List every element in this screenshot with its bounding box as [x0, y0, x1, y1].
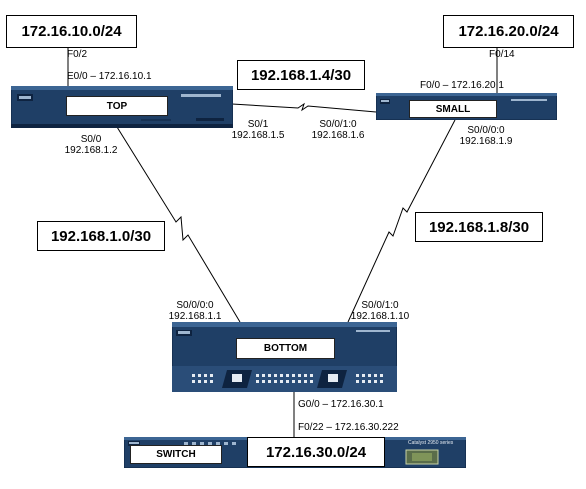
router-bottom-name: BOTTOM [263, 343, 308, 354]
label-small-s010-ip: 192.168.1.6 [311, 130, 365, 141]
network-label-lan-small: 172.16.20.0/24 [458, 23, 559, 40]
label-small-f0: F0/0 – 172.16.20.1 [420, 80, 504, 91]
network-box-wan-top-small: 192.168.1.4/30 [237, 60, 365, 90]
label-bottom-g00: G0/0 – 172.16.30.1 [298, 399, 384, 410]
network-box-lan-top: 172.16.10.0/24 [6, 15, 137, 48]
label-small-s010-name: S0/0/1:0 [319, 119, 357, 130]
label-top-s00-ip: 192.168.1.2 [64, 145, 118, 156]
label-top-s01: S0/1 192.168.1.5 [228, 119, 288, 141]
label-top-s00-name: S0/0 [80, 134, 102, 145]
link-small-bottom [347, 119, 456, 323]
network-label-wan-top-bottom: 192.168.1.0/30 [50, 227, 152, 245]
router-bottom-label: BOTTOM [236, 338, 335, 359]
router-top[interactable]: TOP [10, 85, 234, 129]
router-small-label: SMALL [409, 100, 497, 118]
label-top-s00: S0/0 192.168.1.2 [58, 134, 124, 156]
link-top-bottom [116, 126, 241, 323]
label-bottom-s010-name: S0/0/1:0 [361, 300, 399, 311]
network-box-lan-small: 172.16.20.0/24 [443, 15, 574, 48]
label-top-lan-switch-port: F0/2 [67, 49, 88, 60]
label-top-e0: E0/0 – 172.16.10.1 [67, 71, 152, 82]
switch-label: SWITCH [130, 445, 222, 464]
label-switch-f022: F0/22 – 172.16.30.222 [298, 422, 399, 433]
label-top-s01-ip: 192.168.1.5 [231, 130, 285, 141]
label-small-s000-ip: 192.168.1.9 [459, 136, 513, 147]
network-label-wan-small-bottom: 192.168.1.8/30 [428, 218, 530, 236]
label-bottom-s010-ip: 192.168.1.10 [350, 311, 410, 322]
network-label-wan-top-small: 192.168.1.4/30 [250, 66, 352, 84]
label-small-lan-switch-port: F0/14 [489, 49, 515, 60]
router-bottom[interactable]: BOTTOM [171, 321, 398, 393]
network-label-lan-switch: 172.16.30.0/24 [265, 443, 367, 461]
link-top-small [231, 102, 377, 113]
network-label-lan-top: 172.16.10.0/24 [21, 23, 122, 40]
label-small-s000-name: S0/0/0:0 [467, 125, 505, 136]
switch-name: SWITCH [156, 449, 196, 460]
network-box-wan-small-bottom: 192.168.1.8/30 [415, 212, 543, 242]
router-small-name: SMALL [435, 103, 471, 115]
router-top-label: TOP [66, 96, 168, 116]
router-small[interactable]: SMALL [375, 92, 558, 121]
network-box-lan-switch: 172.16.30.0/24 [247, 437, 385, 467]
label-bottom-s010: S0/0/1:0 192.168.1.10 [347, 300, 413, 322]
label-small-s010: S0/0/1:0 192.168.1.6 [306, 119, 370, 141]
router-bottom-chassis [171, 321, 398, 393]
switch-model: Catalyst 2950 series [408, 440, 454, 446]
router-top-name: TOP [106, 100, 128, 112]
network-box-wan-top-bottom: 192.168.1.0/30 [37, 221, 165, 251]
label-bottom-s000-name: S0/0/0:0 [176, 300, 214, 311]
label-small-s000: S0/0/0:0 192.168.1.9 [453, 125, 519, 147]
label-bottom-s000: S0/0/0:0 192.168.1.1 [162, 300, 228, 322]
label-bottom-s000-ip: 192.168.1.1 [168, 311, 222, 322]
label-top-s01-name: S0/1 [247, 119, 269, 130]
